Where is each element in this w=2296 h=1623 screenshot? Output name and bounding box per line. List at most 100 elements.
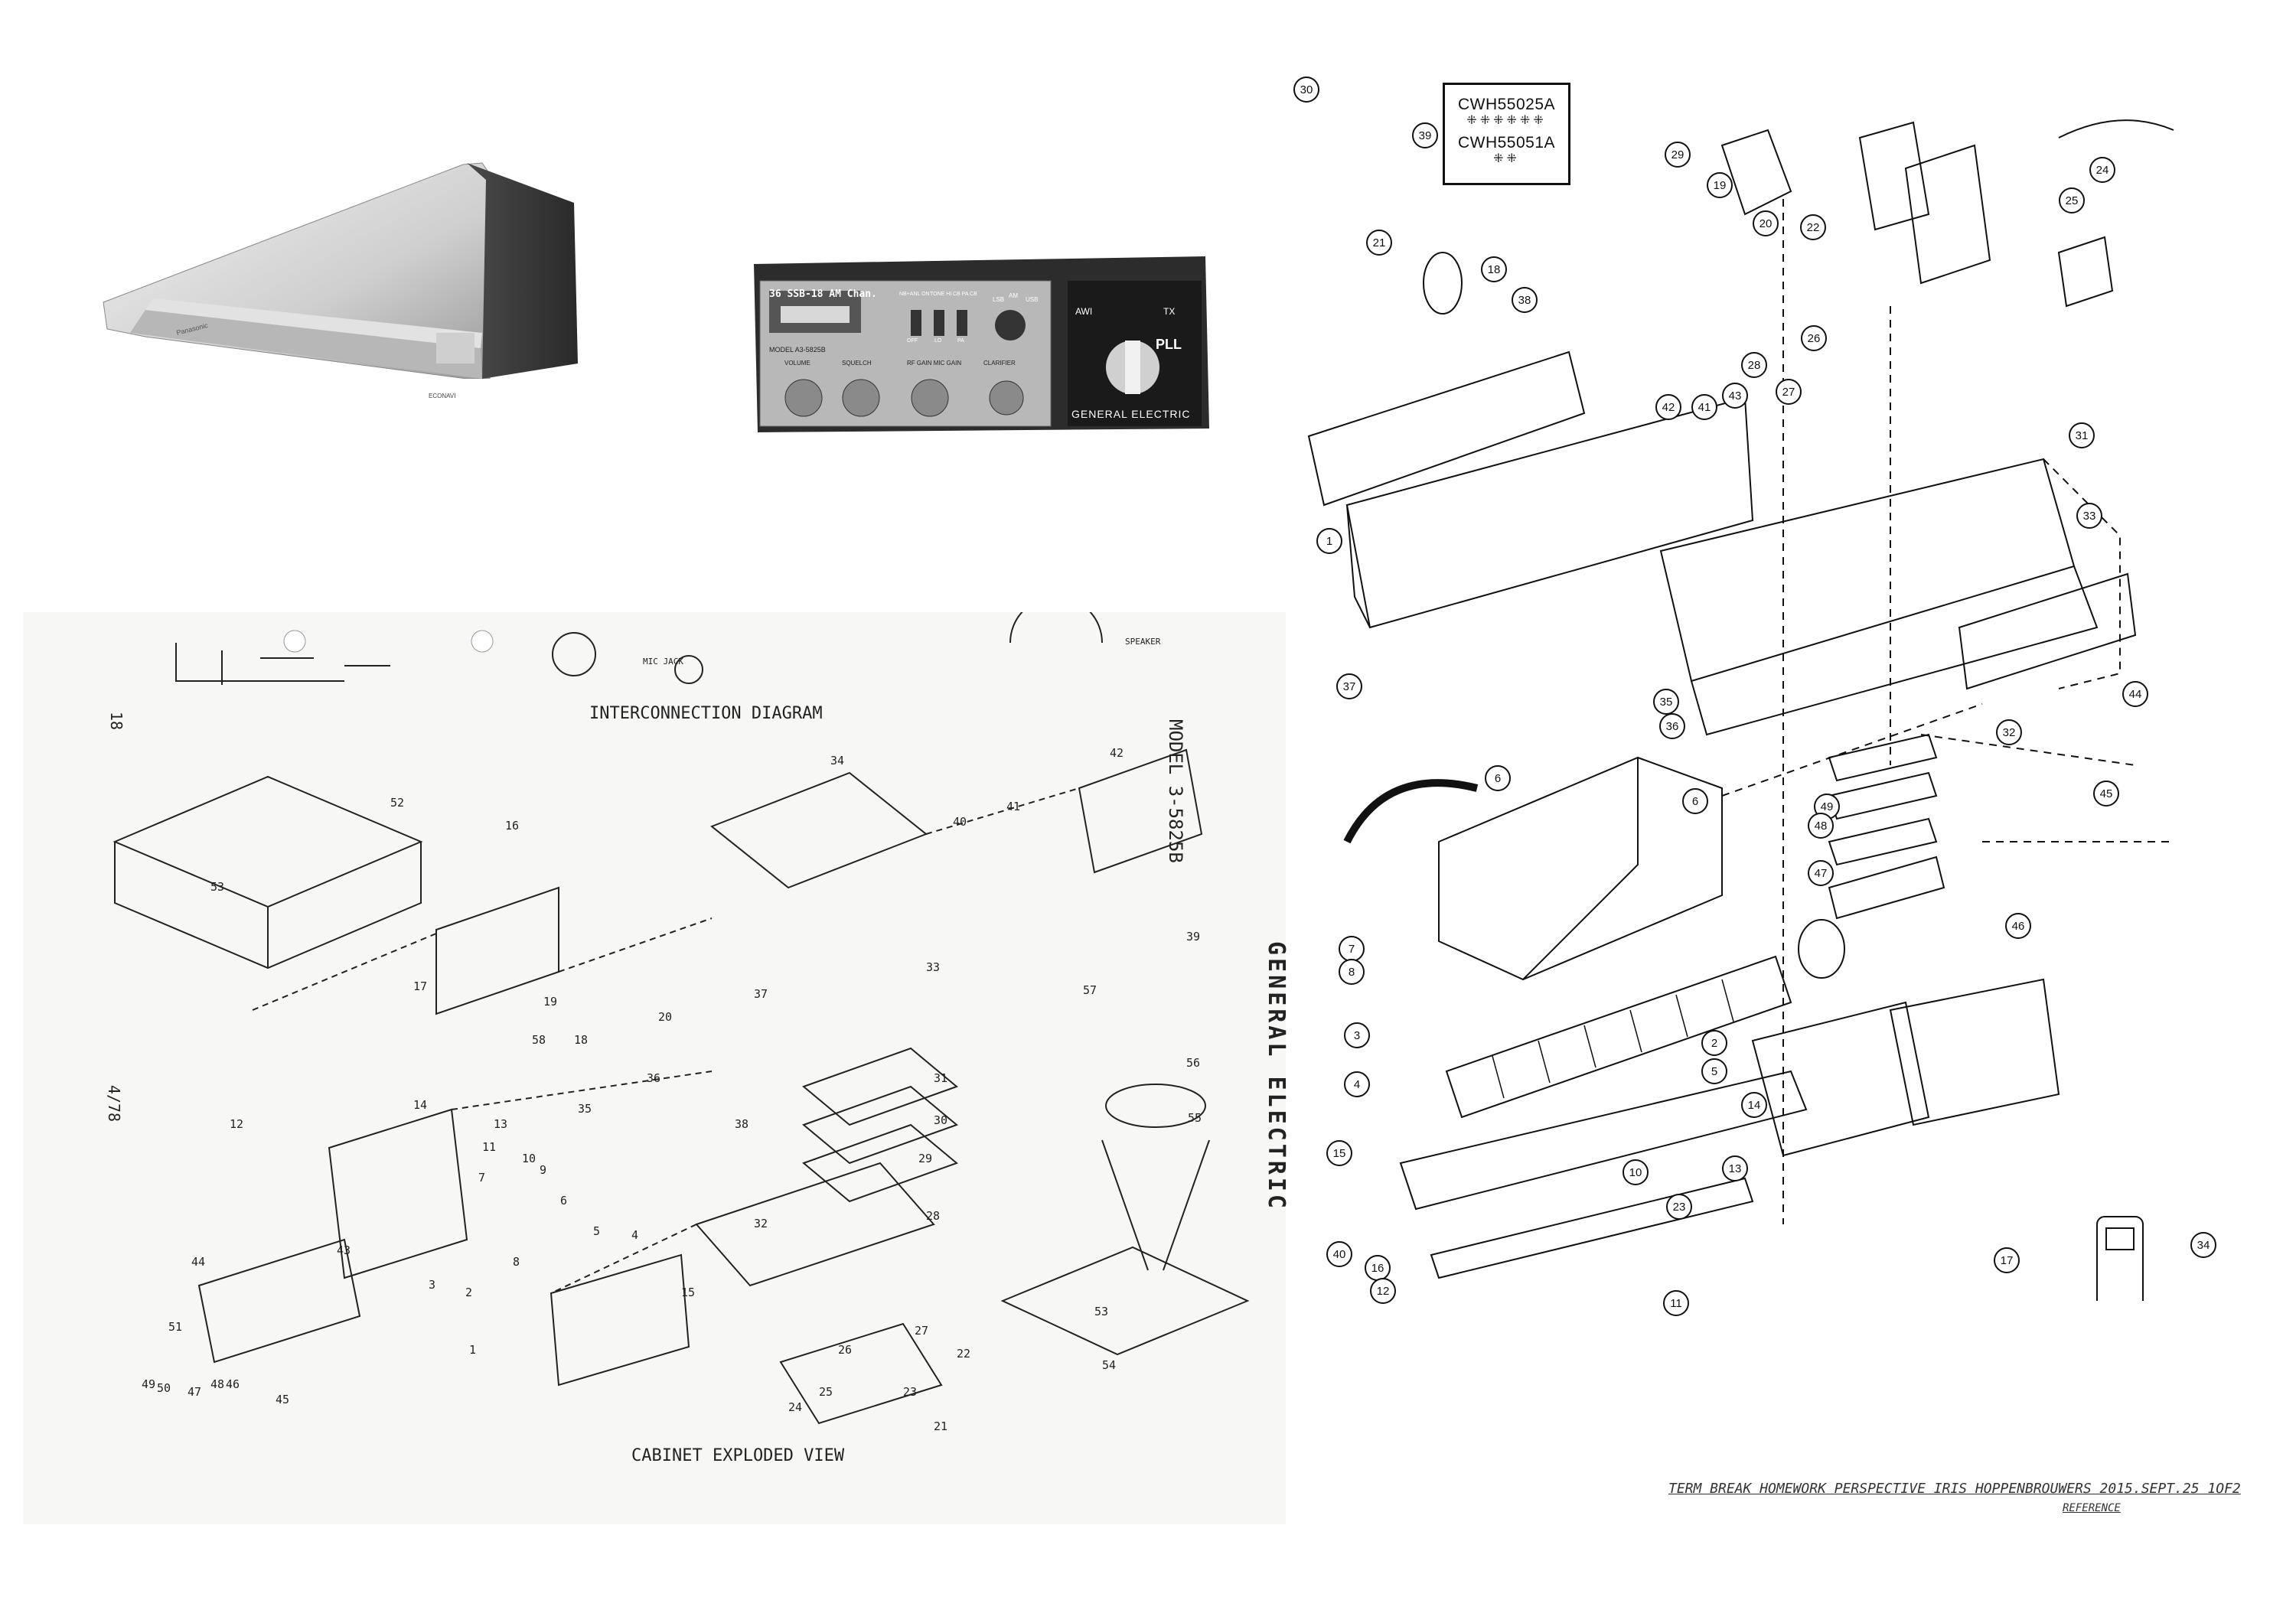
- radio-knob-label: RF GAIN MIC GAIN: [907, 360, 962, 367]
- ge-callout-number: 49: [142, 1377, 156, 1391]
- pan-callout-circle: 10: [1623, 1159, 1649, 1185]
- pan-callout-circle: 6: [1485, 765, 1511, 791]
- pan-callout-circle: 35: [1653, 689, 1679, 715]
- ge-callout-number: 7: [478, 1171, 486, 1185]
- ge-side-brand: GENERAL ELECTRIC: [1263, 941, 1290, 1211]
- ge-callout-number: 21: [934, 1419, 948, 1433]
- ge-callout-number: 5: [593, 1224, 601, 1238]
- cb-radio-photo: 36 SSB-18 AM Chan. MODEL A3-5825B VOLUME…: [746, 249, 1217, 436]
- ge-schematic-scan: INTERCONNECTION DIAGRAM SPEAKER MIC JACK…: [23, 612, 1290, 1524]
- ge-callout-number: 23: [903, 1385, 918, 1399]
- pan-callout-circle: 6: [1682, 788, 1708, 814]
- radio-knob-label: SQUELCH: [842, 360, 872, 367]
- pan-callout-circle: 8: [1339, 959, 1365, 985]
- ac-unit-photo: Panasonic ECONAVI: [99, 149, 589, 399]
- screw-icons: ⁜⁜: [1493, 152, 1520, 165]
- pan-callout-circle: 22: [1800, 214, 1826, 240]
- ge-page-number: 18: [107, 711, 126, 731]
- radio-switch-label: NB+ANL ON: [899, 292, 930, 297]
- pan-callout-circle: 36: [1659, 713, 1685, 739]
- ge-callout-number: 34: [830, 754, 845, 768]
- ge-callout-number: 26: [838, 1343, 853, 1357]
- ge-callout-number: 20: [658, 1010, 673, 1024]
- ge-callout-number: 9: [540, 1163, 547, 1177]
- pan-callout-circle: 40: [1326, 1241, 1352, 1267]
- ge-callout-number: 10: [522, 1152, 536, 1165]
- screw-icons: ⁜⁜⁜⁜⁜⁜: [1466, 114, 1547, 127]
- ge-callout-number: 44: [191, 1255, 206, 1269]
- pan-callout-circle: 37: [1336, 673, 1362, 699]
- radio-switch-label: LO: [934, 338, 942, 344]
- ge-callout-number: 47: [188, 1385, 202, 1399]
- ge-callout-number: 12: [230, 1117, 244, 1131]
- ge-callout-number: 36: [647, 1071, 661, 1085]
- ge-callout-number: 17: [413, 979, 428, 993]
- pan-callout-circle: 15: [1326, 1140, 1352, 1166]
- ge-callout-number: 25: [819, 1385, 833, 1399]
- ge-callout-number: 16: [505, 819, 520, 833]
- footer-reference: REFERENCE: [2063, 1502, 2121, 1514]
- screw-kit-box: CWH55025A ⁜⁜⁜⁜⁜⁜ CWH55051A ⁜⁜: [1443, 83, 1570, 185]
- ge-callout-number: 37: [754, 987, 768, 1001]
- pan-callout-circle: 43: [1722, 383, 1748, 409]
- ge-callout-number: 19: [543, 995, 558, 1009]
- ge-callout-number: 2: [465, 1286, 473, 1299]
- ge-model-label: MODEL 3-5825B: [1165, 719, 1186, 863]
- pan-callout-circle: 16: [1365, 1255, 1391, 1281]
- ge-callout-number: 27: [915, 1324, 929, 1338]
- ge-side-date: 4/78: [105, 1084, 124, 1123]
- pan-callout-circle: 4: [1344, 1071, 1370, 1097]
- ge-callout-number: 42: [1110, 746, 1124, 760]
- ge-callout-number: 40: [953, 815, 967, 829]
- pan-callout-circle: 33: [2076, 503, 2102, 529]
- pan-callout-circle: 12: [1370, 1278, 1396, 1304]
- ge-callout-number: 58: [532, 1033, 546, 1047]
- ge-callout-number: 1: [469, 1343, 477, 1357]
- ge-callout-number: 55: [1188, 1111, 1202, 1125]
- pan-callout-circle: 23: [1666, 1194, 1692, 1220]
- pan-callout-circle: 34: [2190, 1232, 2216, 1258]
- ge-callout-number: 15: [681, 1286, 696, 1299]
- ge-callout-number: 29: [918, 1152, 933, 1165]
- pan-callout-circle: 48: [1808, 813, 1834, 839]
- pan-callout-circle: 47: [1808, 860, 1834, 886]
- ge-mic-jack-label: MIC JACK: [643, 657, 683, 666]
- ge-callout-number: 51: [168, 1320, 183, 1334]
- pan-callout-circle: 31: [2069, 422, 2095, 448]
- ge-callout-number: 31: [934, 1071, 948, 1085]
- pan-callout-circle: 39: [1412, 122, 1438, 148]
- pan-callout-circle: 1: [1316, 528, 1342, 554]
- ge-callout-number: 32: [754, 1217, 768, 1230]
- pan-callout-circle: 11: [1663, 1290, 1689, 1316]
- ge-callout-number: 35: [578, 1102, 592, 1116]
- pan-callout-circle: 5: [1701, 1058, 1727, 1084]
- radio-mode-label: LSB: [993, 296, 1005, 303]
- pan-callout-circle: 27: [1776, 379, 1802, 405]
- ge-callout-number: 41: [1006, 800, 1021, 813]
- ge-callout-number: 13: [494, 1117, 508, 1131]
- ge-callout-number: 3: [429, 1278, 436, 1292]
- pan-callout-circle: 20: [1753, 210, 1779, 236]
- pan-callout-circle: 14: [1741, 1092, 1767, 1118]
- ge-callout-number: 14: [413, 1098, 428, 1112]
- ge-callout-number: 50: [157, 1381, 171, 1395]
- ge-callout-number: 6: [560, 1194, 568, 1207]
- ac-econavi-badge: ECONAVI: [429, 393, 456, 399]
- ge-interconnection-title: INTERCONNECTION DIAGRAM: [589, 704, 823, 723]
- pan-callout-circle: 24: [2089, 157, 2115, 183]
- pan-callout-circle: 32: [1996, 719, 2022, 745]
- pan-callout-circle: 44: [2122, 681, 2148, 707]
- ge-callout-number: 48: [210, 1377, 225, 1391]
- ge-callout-number: 11: [482, 1140, 497, 1154]
- pan-callout-circle: 46: [2005, 913, 2031, 939]
- radio-knob-label: VOLUME: [784, 360, 810, 367]
- pan-callout-circle: 17: [1994, 1247, 2020, 1273]
- ge-callout-number: 8: [513, 1255, 520, 1269]
- radio-switch-label: OFF: [907, 338, 918, 344]
- radio-awi-label: AWI: [1075, 306, 1093, 317]
- ge-speaker-label: SPEAKER: [1125, 637, 1161, 647]
- pan-callout-circle: 29: [1665, 142, 1691, 168]
- ge-callout-number: 43: [337, 1243, 351, 1257]
- radio-mode-label: USB: [1026, 296, 1039, 303]
